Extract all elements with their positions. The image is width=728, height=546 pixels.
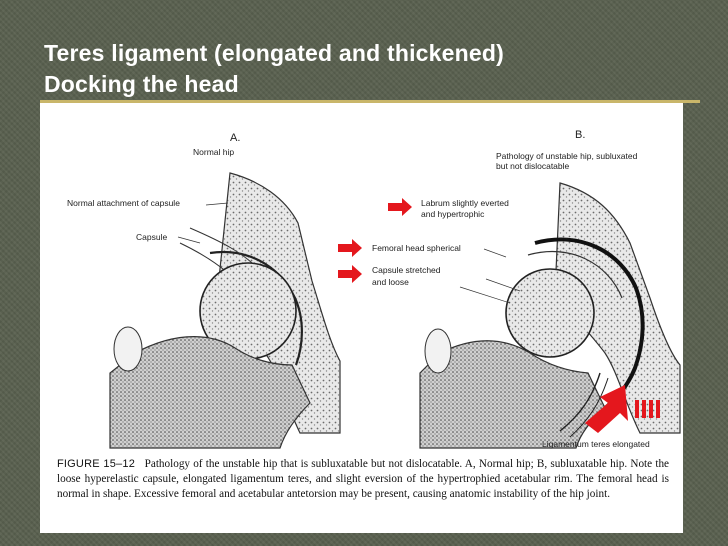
label-capsule-stretched-line1: Capsule stretched — [372, 265, 441, 275]
panel-b-letter: B. — [575, 129, 586, 141]
caption-figure-label: FIGURE 15–12 — [57, 458, 136, 470]
label-capsule-stretched-line2: and loose — [372, 277, 409, 287]
label-femoral-head: Femoral head spherical — [372, 243, 461, 253]
red-arrow-icon — [388, 198, 412, 216]
anatomy-figure: A. Normal hip Normal attachment of capsu… — [40, 103, 683, 533]
label-ligamentum-teres: Ligamentum teres elongated — [542, 439, 650, 449]
title-line-1: Teres ligament (elongated and thickened) — [44, 40, 504, 66]
title-line-2: Docking the head — [44, 71, 239, 97]
red-arrow-icon — [338, 239, 362, 257]
panel-a-letter: A. — [230, 132, 241, 144]
label-capsule-a: Capsule — [136, 232, 168, 242]
red-arrow-icon — [338, 265, 362, 283]
panel-a-illustration — [109, 172, 341, 449]
panel-a-subtitle: Normal hip — [193, 147, 235, 157]
label-normal-attachment: Normal attachment of capsule — [67, 198, 180, 208]
label-labrum-line1: Labrum slightly everted — [421, 198, 509, 208]
slide-title: Teres ligament (elongated and thickened)… — [44, 38, 504, 100]
caption-text: Pathology of the unstable hip that is su… — [57, 458, 670, 500]
panel-b-subtitle-line2: but not dislocatable — [496, 161, 570, 171]
title-divider — [40, 100, 700, 103]
panel-b-illustration — [419, 182, 681, 449]
hip-illustrations — [109, 172, 681, 449]
label-labrum-line2: and hypertrophic — [421, 209, 485, 219]
panel-b-subtitle-line1: Pathology of unstable hip, subluxated — [496, 151, 638, 161]
large-red-arrow-icon — [585, 385, 660, 433]
figure-caption: FIGURE 15–12 Pathology of the unstable h… — [57, 457, 669, 501]
